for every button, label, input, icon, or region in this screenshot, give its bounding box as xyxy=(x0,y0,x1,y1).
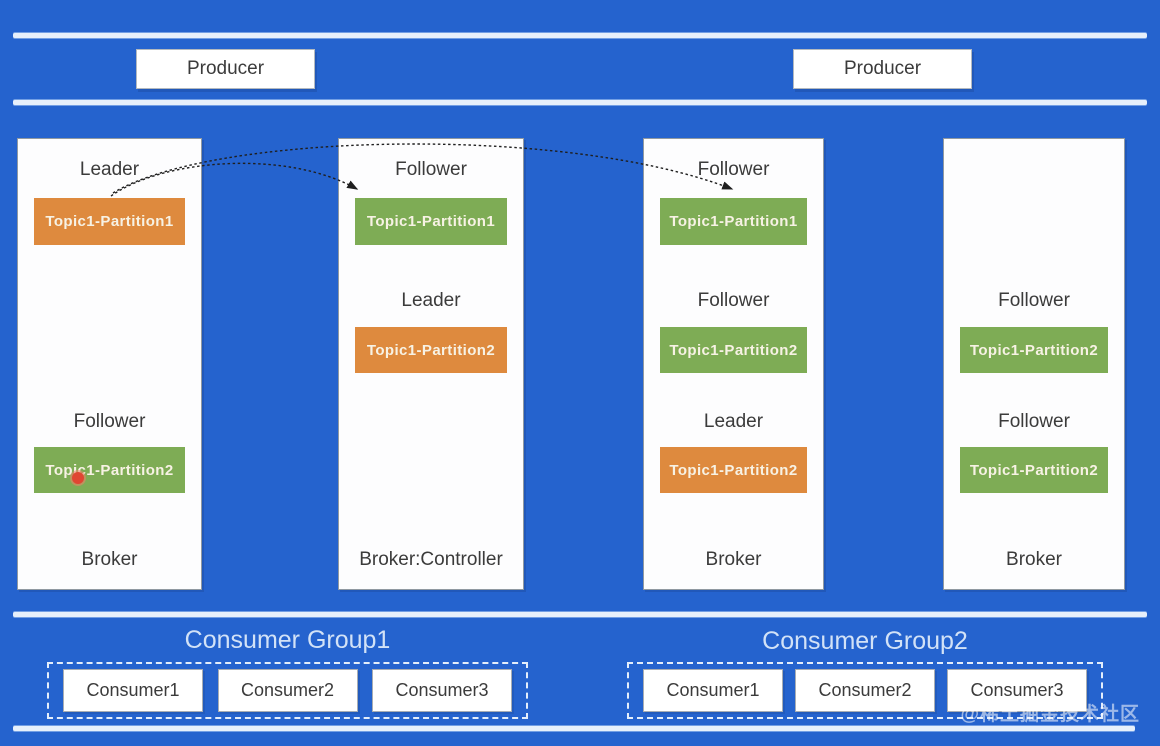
partition-box-follower: Topic1-Partition2 xyxy=(660,327,807,373)
watermark: @稀土掘金技术社区 xyxy=(960,704,1140,725)
separator-line-top-1 xyxy=(13,33,1147,38)
role-label-follower: Follower xyxy=(395,159,467,180)
partition-box-leader: Topic1-Partition2 xyxy=(660,447,807,493)
partition-box-follower: Topic1-Partition1 xyxy=(660,198,807,245)
role-label-follower: Follower xyxy=(998,290,1070,311)
broker-box-1: Leader Topic1-Partition1 Follower Topic1… xyxy=(17,138,202,590)
producer-label: Producer xyxy=(843,58,922,79)
partition-box-follower: Topic1-Partition2 xyxy=(34,447,185,493)
consumer-box: Consumer2 xyxy=(795,669,935,712)
partition-box-leader: Topic1-Partition2 xyxy=(355,327,507,373)
role-label-follower: Follower xyxy=(697,159,770,180)
broker-box-3: Follower Topic1-Partition1 Follower Topi… xyxy=(643,138,824,590)
separator-line-bottom-2 xyxy=(13,726,1135,731)
consumer-box: Consumer2 xyxy=(217,669,358,712)
consumer-group1-container: Consumer1 Consumer2 Consumer3 xyxy=(47,662,528,719)
separator-line-top-2 xyxy=(13,100,1147,105)
role-label-follower: Follower xyxy=(73,411,146,432)
broker-footer-label: Broker:Controller xyxy=(359,549,503,570)
broker-footer-label: Broker xyxy=(1006,549,1062,570)
producer-box-2: Producer xyxy=(793,49,972,89)
partition-box-follower: Topic1-Partition1 xyxy=(355,198,507,245)
separator-line-bottom-1 xyxy=(13,612,1147,617)
partition-box-follower: Topic1-Partition2 xyxy=(960,327,1108,373)
partition-box-leader: Topic1-Partition1 xyxy=(34,198,185,245)
consumer-box: Consumer1 xyxy=(63,669,203,712)
pointer-dot-icon xyxy=(72,472,84,484)
role-label-follower: Follower xyxy=(998,411,1070,432)
broker-footer-label: Broker xyxy=(705,549,762,570)
consumer-group1-title: Consumer Group1 xyxy=(184,626,391,654)
producer-box-1: Producer xyxy=(136,49,315,89)
consumer-box: Consumer1 xyxy=(643,669,783,712)
broker-footer-label: Broker xyxy=(81,549,138,570)
consumer-group2-container: Consumer1 Consumer2 Consumer3 xyxy=(627,662,1103,719)
producer-label: Producer xyxy=(186,58,265,79)
consumer-box: Consumer3 xyxy=(947,669,1087,712)
role-label-leader: Leader xyxy=(703,411,764,432)
consumer-box: Consumer3 xyxy=(372,669,512,712)
consumer-group2-title: Consumer Group2 xyxy=(762,627,968,655)
broker-box-2-controller: Follower Topic1-Partition1 Leader Topic1… xyxy=(338,138,524,590)
role-label-leader: Leader xyxy=(401,290,461,311)
role-label-leader: Leader xyxy=(79,159,140,180)
role-label-follower: Follower xyxy=(697,290,770,311)
broker-box-4: Follower Topic1-Partition2 Follower Topi… xyxy=(943,138,1125,590)
partition-box-follower: Topic1-Partition2 xyxy=(960,447,1108,493)
